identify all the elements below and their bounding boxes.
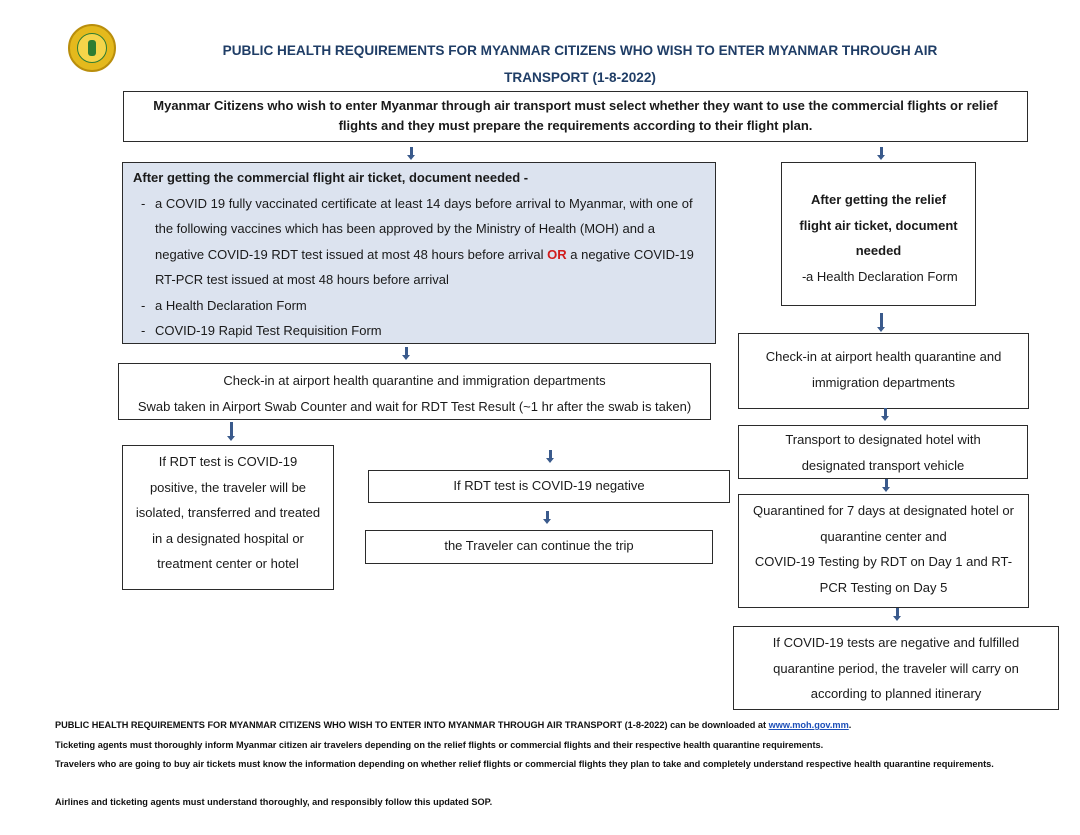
footer-line2: Ticketing agents must thoroughly inform … [55, 740, 824, 750]
transport-text: Transport to designated hotel with desig… [785, 432, 981, 473]
quarantine-box: Quarantined for 7 days at designated hot… [738, 494, 1029, 608]
arrow-down-icon [881, 408, 889, 421]
page-title-line1: PUBLIC HEALTH REQUIREMENTS FOR MYANMAR C… [222, 43, 938, 58]
commercial-heading: After getting the commercial flight air … [133, 170, 529, 185]
relief-item1: a Health Declaration Form [806, 268, 958, 284]
commercial-document-list: a COVID 19 fully vaccinated certificate … [133, 191, 705, 344]
footer-line1-text: PUBLIC HEALTH REQUIREMENTS FOR MYANMAR C… [55, 720, 767, 730]
commercial-item1-pre: a COVID 19 fully vaccinated certificate … [155, 195, 693, 262]
ministry-of-health-logo [68, 24, 116, 72]
commercial-item2: a Health Declaration Form [155, 297, 307, 313]
quarantine-line2: COVID-19 Testing by RDT on Day 1 and RT-… [754, 554, 1013, 595]
relief-document-list: a Health Declaration Form [794, 264, 963, 290]
arrow-down-icon [227, 422, 235, 441]
logo-figure [88, 40, 96, 56]
relief-flight-box: After getting the relief flight air tick… [781, 162, 976, 306]
rdt-positive-box: If RDT test is COVID-19 positive, the tr… [122, 445, 334, 590]
footer-line3: Travelers who are going to buy air ticke… [55, 759, 994, 769]
intro-box: Myanmar Citizens who wish to enter Myanm… [123, 91, 1028, 142]
or-highlight: OR [547, 246, 567, 262]
arrow-down-icon [893, 608, 901, 621]
footer-line4: Airlines and ticketing agents must under… [55, 797, 493, 807]
intro-text: Myanmar Citizens who wish to enter Myanm… [153, 98, 998, 133]
continue-trip-text: the Traveler can continue the trip [444, 538, 634, 553]
continue-trip-box: the Traveler can continue the trip [365, 530, 713, 564]
checkin-relief-box: Check-in at airport health quarantine an… [738, 333, 1029, 409]
checkin-relief-text: Check-in at airport health quarantine an… [765, 349, 1002, 390]
rdt-positive-text: If RDT test is COVID-19 positive, the tr… [135, 454, 321, 571]
commercial-item3: COVID-19 Rapid Test Requisition Form [155, 323, 382, 338]
arrow-down-icon [882, 479, 890, 492]
checkin-commercial-line2: Swab taken in Airport Swab Counter and w… [137, 398, 692, 414]
moh-website-link[interactable]: www.moh.gov.mm [768, 720, 849, 730]
arrow-down-icon [877, 313, 885, 332]
commercial-flight-box: After getting the commercial flight air … [122, 162, 716, 344]
rdt-negative-text: If RDT test is COVID-19 negative [453, 478, 645, 493]
checkin-commercial-box: Check-in at airport health quarantine an… [118, 363, 711, 420]
relief-heading: After getting the relief flight air tick… [799, 192, 958, 258]
checkin-commercial-line1: Check-in at airport health quarantine an… [223, 373, 606, 388]
final-outcome-text: If COVID-19 tests are negative and fulfi… [772, 635, 1020, 701]
arrow-down-icon [407, 147, 415, 160]
quarantine-line1: Quarantined for 7 days at designated hot… [753, 503, 1014, 544]
arrow-down-icon [543, 511, 551, 524]
final-outcome-box: If COVID-19 tests are negative and fulfi… [733, 626, 1059, 710]
list-item: a Health Declaration Form [133, 293, 705, 319]
list-item: a COVID 19 fully vaccinated certificate … [133, 191, 705, 293]
arrow-down-icon [877, 147, 885, 160]
commercial-item1-post: a negative COVID-19 RT-PCR test issued a… [155, 246, 694, 288]
list-item: a Health Declaration Form [794, 264, 963, 290]
arrow-down-icon [402, 347, 410, 360]
footer-line1: PUBLIC HEALTH REQUIREMENTS FOR MYANMAR C… [55, 720, 852, 730]
rdt-negative-box: If RDT test is COVID-19 negative [368, 470, 730, 503]
page-title-line2: TRANSPORT (1-8-2022) [504, 70, 656, 85]
logo-emblem [77, 33, 107, 63]
arrow-down-icon [546, 450, 554, 463]
list-item: COVID-19 Rapid Test Requisition Form [133, 318, 705, 344]
transport-box: Transport to designated hotel with desig… [738, 425, 1028, 479]
